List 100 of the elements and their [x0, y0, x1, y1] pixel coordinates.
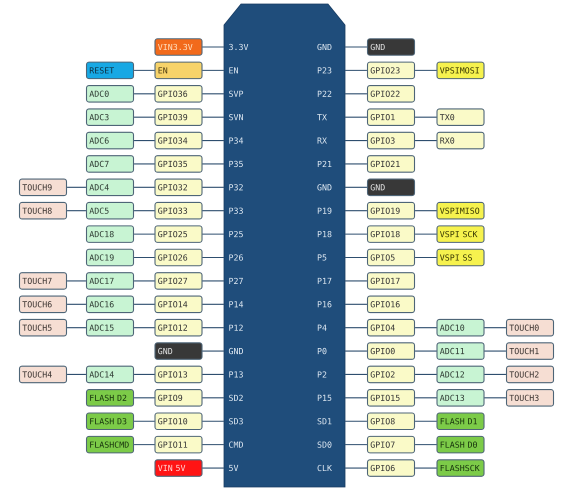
connector-line — [134, 116, 154, 118]
pin-label-box: ADC13 — [436, 389, 485, 407]
connector-line — [345, 140, 367, 142]
pin-label-box: ADC15 — [86, 318, 134, 336]
connector-line — [202, 116, 224, 118]
pin-name: P5 — [318, 254, 326, 261]
pin-label-box: FLASH D3 — [86, 412, 134, 430]
connector-line — [202, 444, 224, 446]
connector-line — [134, 256, 154, 258]
connector-line — [415, 70, 436, 71]
pin-name: EN — [229, 67, 238, 74]
pin-label-box: ADC11 — [436, 342, 485, 360]
pin-label-box: GPIO17 — [366, 272, 416, 290]
connector-line — [415, 327, 436, 328]
connector-line — [67, 327, 86, 328]
pin-name: SD1 — [318, 418, 332, 424]
pin-label-box: GPIO13 — [154, 366, 203, 384]
connector-line — [415, 420, 436, 422]
connector-line — [415, 374, 436, 375]
pin-name: P23 — [318, 67, 332, 74]
pin-label-box: GPIO18 — [366, 225, 416, 243]
pin-name: P33 — [229, 208, 243, 214]
pin-name: P12 — [229, 324, 243, 331]
pin-label-box: GPIO15 — [366, 389, 416, 407]
pin-name: P2 — [318, 371, 326, 378]
connector-line — [415, 140, 436, 142]
pin-label-box: GPIO6 — [366, 459, 416, 477]
pin-label-box: GPIO12 — [154, 318, 203, 336]
connector-line — [484, 397, 506, 398]
pin-name: CMD — [229, 441, 243, 448]
pin-label-box: GND — [366, 178, 416, 196]
pin-label-box: GPIO10 — [154, 412, 203, 430]
connector-line — [67, 304, 86, 305]
pin-label-box: ADC10 — [436, 318, 485, 336]
connector-line — [415, 234, 436, 235]
pin-name: P16 — [318, 301, 332, 308]
pin-label-box: VSPIMISO — [436, 202, 485, 220]
connector-line — [415, 350, 436, 352]
pin-label-box: GPIO2 — [366, 366, 416, 384]
connector-line — [202, 234, 224, 235]
connector-line — [345, 186, 367, 188]
pin-name: P25 — [229, 230, 243, 238]
pin-label-box: ADC0 — [86, 84, 134, 103]
pin-name: SVN — [229, 114, 243, 120]
connector-line — [415, 397, 436, 398]
pin-name: P26 — [229, 254, 243, 261]
connector-line — [345, 93, 367, 94]
pin-label-box: GND — [366, 38, 416, 56]
connector-line — [484, 327, 506, 328]
connector-line — [134, 444, 154, 446]
pin-label-box: TOUCH9 — [18, 178, 68, 196]
connector-line — [345, 280, 367, 282]
pin-label-box: FLASH D2 — [86, 389, 134, 407]
pin-name: P34 — [229, 137, 244, 144]
pin-label-box: ADC7 — [86, 155, 134, 173]
connector-line — [134, 93, 154, 94]
connector-line — [134, 163, 154, 164]
connector-line — [202, 186, 224, 188]
pin-label-box: ADC4 — [86, 178, 134, 196]
pin-label-box: GPIO33 — [154, 202, 203, 220]
pin-label-box: VPSIMOSI — [436, 62, 485, 80]
connector-line — [415, 467, 436, 469]
connector-line — [134, 140, 154, 142]
pin-name: GND — [228, 348, 243, 354]
pin-label-box: TOUCH3 — [506, 389, 554, 407]
connector-line — [202, 304, 224, 305]
pin-label-box: ADC12 — [436, 366, 485, 384]
pin-label-box: ADC16 — [86, 295, 134, 314]
pin-label-box: VIN 5V — [154, 459, 203, 477]
pin-label-box: TOUCH7 — [18, 272, 68, 290]
pin-name: TX — [317, 114, 327, 120]
connector-line — [134, 186, 154, 188]
connector-line — [345, 350, 367, 352]
pin-label-box: ADC18 — [86, 225, 134, 243]
pin-name: P15 — [318, 394, 332, 401]
connector-line — [415, 256, 436, 258]
pin-label-box: VIN3.3V — [154, 38, 203, 56]
pin-label-box: GPIO16 — [366, 295, 416, 314]
pin-label-box: VSPI SS — [436, 248, 485, 266]
pin-label-box: FLASHCMD — [86, 436, 134, 454]
connector-line — [345, 116, 367, 118]
pin-label-box: TOUCH2 — [506, 366, 554, 384]
pin-label-box: ADC5 — [86, 202, 134, 220]
connector-line — [134, 70, 154, 71]
pin-name: P19 — [318, 208, 332, 214]
connector-line — [345, 46, 367, 48]
pin-name: GND — [317, 44, 332, 50]
pin-label-box: GPIO14 — [154, 295, 203, 314]
pin-label-box: TOUCH5 — [18, 318, 68, 336]
board — [224, 4, 346, 488]
pin-name: 3.3V — [229, 44, 248, 50]
connector-line — [202, 140, 224, 142]
pin-label-box: VSPI SCK — [436, 225, 485, 243]
pin-label-box: RX0 — [436, 132, 485, 150]
pin-label-box: FLASHSCK — [436, 459, 485, 477]
pin-label-box: TOUCH1 — [506, 342, 554, 360]
pin-label-box: GPIO1 — [366, 108, 416, 126]
pin-label-box: GPIO19 — [366, 202, 416, 220]
connector-line — [202, 256, 224, 258]
pin-name: SD3 — [229, 418, 243, 424]
